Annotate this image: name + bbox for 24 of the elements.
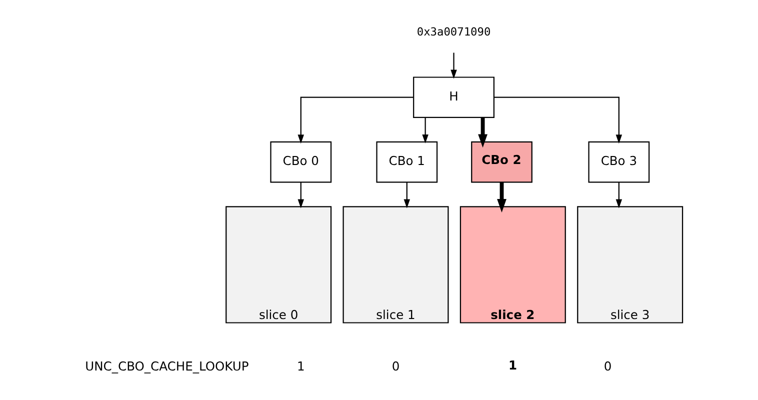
node-box: slice 0 (226, 206, 332, 324)
node-box: CBo 1 (376, 141, 438, 183)
arrow (494, 96, 622, 144)
node-box: CBo 2 (471, 141, 532, 183)
node-box: CBo 3 (588, 141, 650, 183)
label: 0 (604, 360, 612, 374)
arrow (616, 182, 622, 208)
arrow (478, 117, 488, 148)
label: 1 (508, 358, 517, 372)
node-box: slice 2 (460, 206, 566, 324)
arrow (298, 182, 304, 208)
node-box: slice 1 (342, 206, 449, 324)
arrow (298, 96, 414, 144)
arrow (450, 52, 457, 79)
node-box: slice 3 (577, 206, 684, 324)
arrow (497, 182, 506, 212)
label: UNC_CBO_CACHE_LOOKUP (85, 360, 249, 374)
node-box: H (413, 76, 494, 118)
label: 0 (392, 360, 400, 374)
arrow (404, 182, 410, 208)
node-box: CBo 0 (270, 141, 332, 183)
node-text: 0x3a0071090 (416, 25, 491, 38)
label: 1 (296, 360, 305, 374)
arrow (422, 117, 428, 144)
